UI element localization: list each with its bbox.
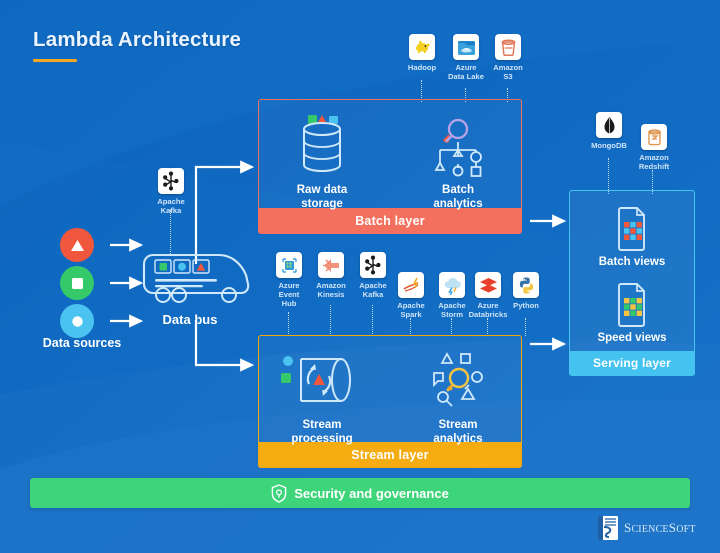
title-underline [33, 59, 77, 62]
page-title: Lambda Architecture [33, 28, 242, 51]
title-block: Lambda Architecture [33, 28, 241, 62]
security-and-governance-bar[interactable]: Security and governance [30, 478, 690, 508]
dotted-connector-kafka2 [372, 305, 373, 336]
azure-event-hub-icon [276, 252, 302, 278]
data-bus-icon[interactable] [141, 252, 251, 314]
sciencesoft-logo-icon [598, 516, 618, 540]
dotted-connector-python [525, 318, 526, 336]
dotted-connector-hadoop [421, 80, 422, 102]
node-label: Batch views [598, 256, 666, 268]
dotted-connector-spark [410, 318, 411, 336]
azure-data-lake-icon [453, 34, 479, 60]
serving-layer-bar: Serving layer [570, 351, 694, 375]
hierarchy-magnifier-icon [406, 110, 510, 180]
data-sources-label: Data sources [42, 336, 122, 350]
triangle-icon [70, 239, 84, 251]
data-source-circle[interactable] [60, 304, 94, 338]
tool-mongodb[interactable]: MongoDB [583, 112, 635, 150]
stream-cylinder-icon [270, 345, 374, 415]
security-label: Security and governance [294, 485, 449, 501]
shapes-magnifier-icon [406, 345, 510, 415]
stream-layer: Stream layer [258, 335, 522, 468]
dotted-connector-storm [451, 318, 452, 336]
apache-kafka-icon [360, 252, 386, 278]
batch-layer: Batch layer [258, 99, 522, 234]
dotted-connector-mongodb [608, 158, 609, 194]
data-source-triangle[interactable] [60, 228, 94, 262]
batch-layer-bar: Batch layer [259, 208, 521, 233]
dotted-connector-redshift [652, 170, 653, 194]
dotted-connector-databricks [487, 318, 488, 336]
amazon-redshift-icon [641, 124, 667, 150]
sciencesoft-logo[interactable]: SCIENCESOFT [597, 515, 696, 541]
batch-views-doc-icon [579, 206, 685, 252]
dotted-connector-adl [465, 88, 466, 102]
shield-icon [271, 483, 287, 503]
tool-label: Hadoop [407, 63, 437, 72]
tool-python[interactable]: Python [500, 272, 552, 310]
python-icon [513, 272, 539, 298]
apache-spark-icon [398, 272, 424, 298]
azure-databricks-icon [475, 272, 501, 298]
tool-hadoop[interactable]: Hadoop [396, 34, 448, 72]
apache-kafka-icon [158, 168, 184, 194]
speed-views-doc-icon [579, 282, 685, 328]
amazon-s3-icon [495, 34, 521, 60]
sciencesoft-wordmark: SCIENCESOFT [624, 520, 696, 535]
database-cylinder-icon [270, 110, 374, 180]
serving-layer: Serving layer [569, 190, 695, 376]
data-source-square[interactable] [60, 266, 94, 300]
mongodb-icon [596, 112, 622, 138]
amazon-kinesis-icon [318, 252, 344, 278]
dotted-connector-kinesis [330, 305, 331, 336]
stream-layer-bar: Stream layer [259, 442, 521, 467]
apache-storm-icon [439, 272, 465, 298]
node-label: Speed views [597, 332, 667, 344]
square-icon [71, 277, 83, 289]
circle-icon [71, 315, 83, 327]
node-speed-views[interactable]: Speed views [579, 282, 685, 346]
tool-label: Python [513, 301, 539, 310]
data-bus-label: Data bus [162, 312, 218, 327]
dotted-connector-event-hub [288, 312, 289, 336]
dotted-connector-s3 [507, 88, 508, 102]
node-batch-views[interactable]: Batch views [579, 206, 685, 270]
dotted-connector-kafka-bus [170, 210, 171, 254]
tool-label: MongoDB [591, 141, 627, 150]
hadoop-icon [409, 34, 435, 60]
